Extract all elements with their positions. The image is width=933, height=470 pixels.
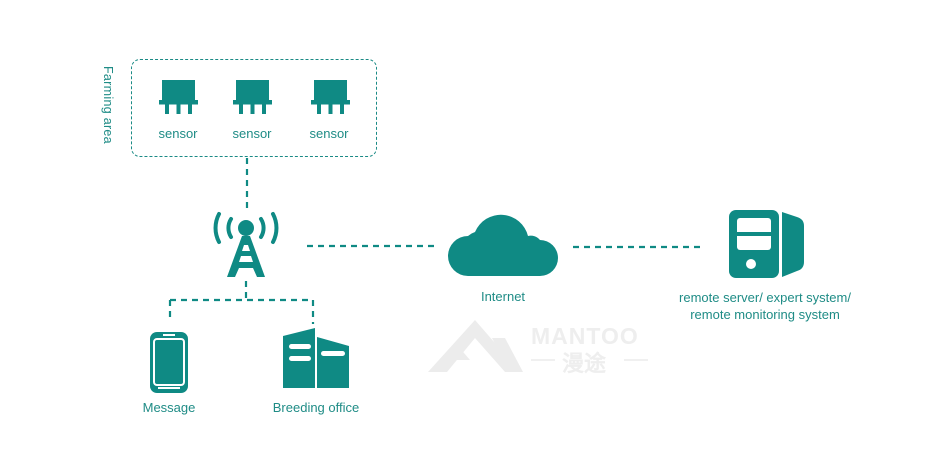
- sensor-icon: [233, 80, 272, 114]
- farming-area-box: [131, 59, 377, 157]
- farming-area-label: Farming area: [101, 66, 115, 144]
- server-label-line1: remote server/ expert system/: [679, 290, 851, 305]
- sensor-label: sensor: [158, 126, 198, 141]
- cloud-icon: [448, 214, 558, 276]
- server-label-line2: remote monitoring system: [690, 307, 840, 322]
- server-icon: [729, 210, 804, 278]
- sensor-label: sensor: [309, 126, 349, 141]
- signal-tower-icon: [213, 212, 279, 277]
- sensor-icon: [159, 80, 198, 114]
- sensor-label: sensor: [232, 126, 272, 141]
- smartphone-icon: [150, 332, 188, 393]
- breeding-office-label: Breeding office: [272, 400, 360, 415]
- internet-label: Internet: [480, 289, 526, 304]
- sensor-icon: [311, 80, 350, 114]
- message-label: Message: [142, 400, 196, 415]
- watermark-logo-icon: [428, 320, 523, 372]
- watermark-brand-cn: 漫途: [562, 351, 607, 376]
- watermark-brand: MANTOO: [531, 323, 639, 349]
- building-icon: [283, 328, 349, 388]
